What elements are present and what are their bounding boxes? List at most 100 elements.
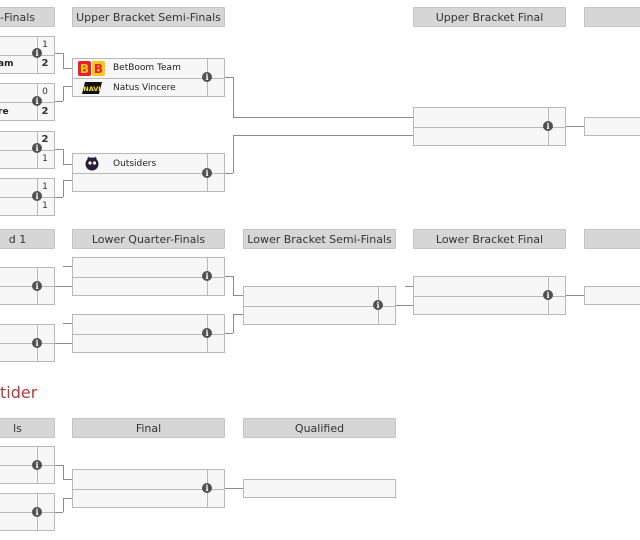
match-info-icon[interactable]: i	[32, 338, 42, 348]
bracket-connector	[225, 333, 233, 334]
match-lower-semi[interactable]	[243, 286, 396, 325]
match-info-icon[interactable]: i	[32, 48, 42, 58]
navi-logo-icon: NAVI	[82, 82, 102, 94]
match-upper-quarter-2[interactable]	[0, 83, 55, 121]
bracket-connector	[55, 149, 63, 150]
header-label: Lower Bracket Semi-Finals	[247, 233, 392, 246]
bracket-connector	[225, 488, 243, 489]
match-upper-quarter-3[interactable]	[0, 131, 55, 169]
header-label: Final	[135, 422, 162, 435]
team-score: 2	[41, 134, 49, 145]
match-upper-semi-2[interactable]	[72, 153, 225, 192]
match-info-icon[interactable]: i	[202, 328, 212, 338]
slot-divider	[414, 127, 565, 128]
match-upper-final[interactable]	[413, 107, 566, 146]
team-name: re	[0, 107, 9, 117]
match-info-icon[interactable]: i	[202, 168, 212, 178]
header-label: Upper Bracket Final	[435, 11, 544, 24]
team-score: 0	[42, 87, 48, 97]
bracket-connector	[63, 164, 73, 165]
svg-text:NAVI: NAVI	[83, 85, 100, 93]
bracket-connector	[233, 295, 243, 296]
match-grand-final-partial[interactable]	[584, 117, 640, 136]
slot-divider	[0, 286, 54, 287]
match-info-icon[interactable]: i	[32, 96, 42, 106]
bracket-connector	[233, 276, 234, 295]
svg-text:B: B	[80, 62, 89, 76]
section-title-text: tider	[0, 383, 38, 402]
team-name-natus-vincere: Natus Vincere	[113, 83, 176, 93]
svg-text:B: B	[94, 62, 103, 76]
header-label: -Finals	[0, 11, 36, 24]
bracket-connector	[566, 295, 584, 296]
header-upper-quarter-finals: -Finals	[0, 7, 55, 27]
header-grand-final-partial	[584, 7, 640, 27]
slot-divider	[73, 489, 224, 490]
header-label: d 1	[8, 233, 27, 246]
slot-divider	[0, 465, 54, 466]
slot-divider	[73, 78, 224, 79]
match-info-icon[interactable]: i	[32, 460, 42, 470]
match-info-icon[interactable]: i	[32, 191, 42, 201]
bracket-connector	[63, 498, 73, 499]
match-lower-quarter-2[interactable]	[72, 314, 225, 353]
slot-divider	[0, 55, 54, 56]
header-section2-final: Final	[72, 418, 225, 438]
bracket-connector	[63, 86, 73, 87]
slot-divider	[414, 296, 565, 297]
bracket-connector	[63, 498, 64, 512]
header-lower-next-partial	[584, 229, 640, 249]
match-info-icon[interactable]: i	[202, 72, 212, 82]
match-lower-next-partial[interactable]	[584, 286, 640, 305]
team-score: 1	[42, 201, 48, 211]
bracket-connector	[225, 276, 233, 277]
match-info-icon[interactable]: i	[32, 143, 42, 153]
header-label: Upper Bracket Semi-Finals	[76, 11, 221, 24]
match-info-icon[interactable]: i	[32, 281, 42, 291]
match-section2-semi-1[interactable]	[0, 446, 55, 484]
bracket-connector	[63, 53, 64, 68]
slot-divider	[244, 306, 395, 307]
match-lower-round1-1[interactable]	[0, 267, 55, 305]
qualified-slot[interactable]	[243, 479, 396, 498]
slot-divider	[0, 102, 54, 103]
header-lower-final: Lower Bracket Final	[413, 229, 566, 249]
bracket-connector	[63, 68, 73, 69]
team-score: 1	[42, 40, 48, 50]
outsiders-logo-icon	[85, 156, 99, 171]
match-lower-final[interactable]	[413, 276, 566, 315]
slot-divider	[0, 150, 54, 151]
team-score: 2	[41, 106, 49, 117]
bracket-connector	[233, 117, 413, 118]
match-info-icon[interactable]: i	[202, 271, 212, 281]
bracket-connector	[63, 323, 73, 324]
match-lower-round1-2[interactable]	[0, 324, 55, 362]
bracket-connector	[55, 512, 63, 513]
bracket-connector	[225, 173, 233, 174]
match-upper-quarter-4[interactable]	[0, 178, 55, 216]
bracket-connector	[63, 266, 73, 267]
header-upper-final: Upper Bracket Final	[413, 7, 566, 27]
team-name-betboom: BetBoom Team	[113, 63, 181, 73]
header-lower-quarter-finals: Lower Quarter-Finals	[72, 229, 225, 249]
team-score: 2	[41, 58, 49, 69]
bracket-connector	[233, 135, 234, 173]
match-info-icon[interactable]: i	[202, 483, 212, 493]
slot-divider	[73, 334, 224, 335]
match-info-icon[interactable]: i	[32, 507, 42, 517]
bracket-connector	[396, 305, 413, 306]
bracket-connector	[63, 479, 73, 480]
slot-divider	[0, 512, 54, 513]
match-info-icon[interactable]: i	[543, 290, 553, 300]
match-info-icon[interactable]: i	[543, 121, 553, 131]
slot-divider	[0, 197, 54, 198]
header-label: Lower Quarter-Finals	[91, 233, 206, 246]
bracket-connector	[55, 343, 73, 344]
slot-divider	[73, 173, 224, 174]
match-info-icon[interactable]: i	[373, 300, 383, 310]
match-section2-semi-2[interactable]	[0, 493, 55, 531]
slot-divider	[0, 343, 54, 344]
bracket-connector	[63, 86, 64, 101]
header-label: Qualified	[294, 422, 345, 435]
bracket-connector	[233, 77, 234, 117]
